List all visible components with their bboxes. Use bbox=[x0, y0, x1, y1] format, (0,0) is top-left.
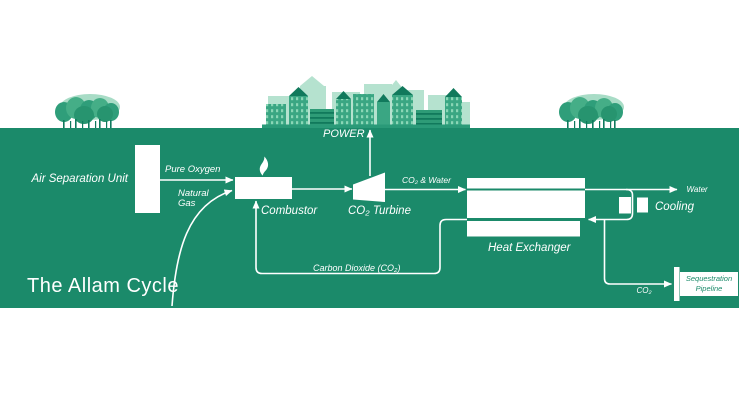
co2-recycle-line bbox=[252, 200, 467, 275]
city-foreground-buildings bbox=[262, 86, 470, 128]
co2-turbine-shape bbox=[353, 172, 385, 202]
tree-cluster-right bbox=[559, 94, 624, 128]
combustor-box bbox=[235, 177, 292, 199]
water-label: Water bbox=[686, 184, 708, 194]
co2-water-label: CO₂ & Water bbox=[402, 174, 451, 185]
power-label: POWER bbox=[323, 127, 365, 140]
sequestration-label-box bbox=[680, 272, 738, 296]
natural-gas-label: Natural Gas bbox=[178, 188, 209, 210]
sequestration-pipeline-label: Sequestration Pipeline bbox=[685, 273, 733, 293]
carbon-dioxide-label: Carbon Dioxide (CO₂) bbox=[313, 262, 401, 273]
heat-exchanger-label: Heat Exchanger bbox=[488, 241, 571, 254]
tree-cluster-left bbox=[55, 94, 120, 128]
flame-icon bbox=[259, 156, 269, 176]
combustor-label: Combustor bbox=[261, 205, 318, 217]
sequestration-pipeline-bar bbox=[674, 267, 680, 301]
asu-label: Air Separation Unit bbox=[31, 172, 128, 185]
tree-trunks bbox=[63, 119, 112, 128]
co2-label: CO₂ bbox=[636, 285, 652, 295]
pure-oxygen-label: Pure Oxygen bbox=[165, 164, 221, 175]
heat-exchanger-box bbox=[467, 178, 585, 237]
natural-gas-line bbox=[171, 189, 233, 307]
cooling-label: Cooling bbox=[655, 200, 694, 213]
cooling-block-right bbox=[637, 197, 648, 213]
cooling-block-left bbox=[619, 197, 631, 214]
co2-turbine-label: CO₂ Turbine bbox=[348, 204, 411, 217]
city-skyline bbox=[262, 76, 470, 128]
diagram-title: The Allam Cycle bbox=[27, 275, 179, 297]
co2-sequestration-line bbox=[603, 219, 672, 288]
air-separation-unit-box bbox=[135, 145, 160, 213]
cooling-return-line bbox=[588, 188, 634, 223]
city-ground bbox=[262, 124, 470, 128]
